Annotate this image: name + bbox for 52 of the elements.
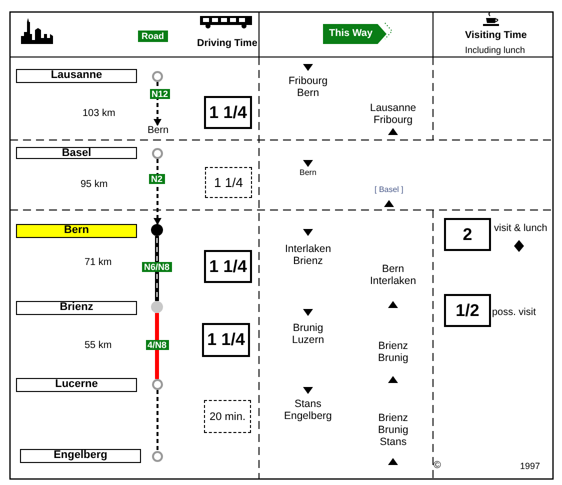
place-name-box: Brienz <box>16 301 137 315</box>
place-name-box: Engelberg <box>20 449 141 463</box>
destination-text: Bern <box>145 125 171 137</box>
direction-text: Brienz Brunig <box>378 340 408 364</box>
route-line <box>154 82 162 126</box>
place-name-box: Lausanne <box>16 69 137 83</box>
time-box: 1 1/4 <box>204 250 252 283</box>
station-circle <box>151 301 163 313</box>
distance-text: 103 km <box>82 108 116 120</box>
station-circle <box>152 379 163 390</box>
direction-text: Bern Interlaken <box>370 263 416 287</box>
note-text: poss. visit <box>492 307 536 319</box>
road-number-badge: N12 <box>150 89 170 99</box>
distance-text: 71 km <box>84 257 112 269</box>
direction-text: Lausanne Fribourg <box>370 102 416 126</box>
direction-text: Interlaken Brienz <box>285 243 332 267</box>
distance-text: 95 km <box>80 179 108 191</box>
time-box: 20 min. <box>204 400 251 433</box>
direction-text: Brunig Luzern <box>292 322 324 346</box>
route-line <box>154 159 162 225</box>
road-number-badge: N6/N8 <box>142 262 172 272</box>
direction-text: [ Basel ] <box>374 184 404 196</box>
route-line <box>156 390 158 451</box>
column-heading: Visiting Time <box>465 30 527 42</box>
road-number-badge: 4/N8 <box>146 340 169 350</box>
station-circle <box>152 148 163 159</box>
copyright-symbol: © <box>434 460 441 472</box>
road-number-badge: N2 <box>149 174 165 184</box>
station-circle <box>152 71 163 82</box>
direction-text: Brienz Brunig Stans <box>378 412 408 448</box>
time-box: 2 <box>444 218 491 251</box>
place-name-box: Basel <box>16 147 137 159</box>
time-box: 1/2 <box>444 294 491 327</box>
column-subheading: Including lunch <box>465 44 526 56</box>
distance-text: 55 km <box>84 340 112 352</box>
station-circle <box>151 224 163 236</box>
time-box: 1 1/4 <box>202 323 250 357</box>
column-heading: Driving Time <box>197 38 258 50</box>
direction-banner: This Way <box>323 24 387 44</box>
route-line <box>155 313 159 379</box>
time-box: 1 1/4 <box>204 96 252 129</box>
route-line <box>155 236 159 301</box>
direction-text: Fribourg Bern <box>288 75 328 99</box>
place-name-box: Lucerne <box>16 378 137 392</box>
direction-text: Stans Engelberg <box>284 398 332 422</box>
year-text: 1997 <box>520 460 540 472</box>
station-circle <box>152 451 163 462</box>
place-name-box: Bern <box>16 224 137 238</box>
direction-text: Bern <box>300 167 316 179</box>
note-text: visit & lunch <box>494 223 548 235</box>
road-legend-badge: Road <box>138 31 168 42</box>
time-box: 1 1/4 <box>205 167 252 198</box>
